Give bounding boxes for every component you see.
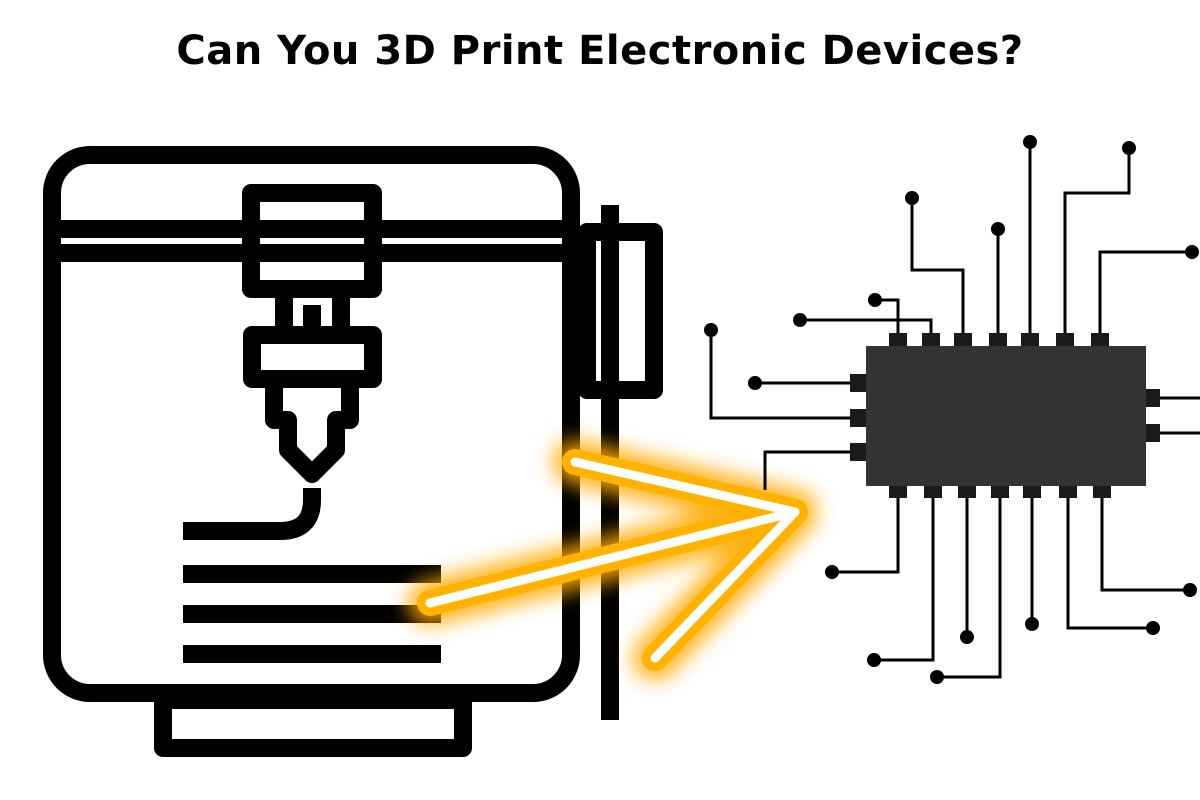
microchip-circuit-icon bbox=[704, 135, 1200, 684]
printed-layer bbox=[183, 488, 321, 540]
circuit-traces bbox=[709, 142, 1200, 679]
printer-heat-block bbox=[243, 326, 382, 388]
printer-side-panel bbox=[578, 223, 663, 399]
printer-base bbox=[154, 691, 472, 757]
page-title: Can You 3D Print Electronic Devices? bbox=[176, 28, 1024, 74]
glowing-arrow-icon bbox=[408, 440, 817, 680]
chip-body bbox=[866, 346, 1146, 486]
3d-printer-icon bbox=[43, 146, 663, 757]
printer-nozzle bbox=[265, 379, 359, 483]
printer-carriage bbox=[242, 184, 382, 298]
circuit-nodes bbox=[704, 135, 1199, 684]
